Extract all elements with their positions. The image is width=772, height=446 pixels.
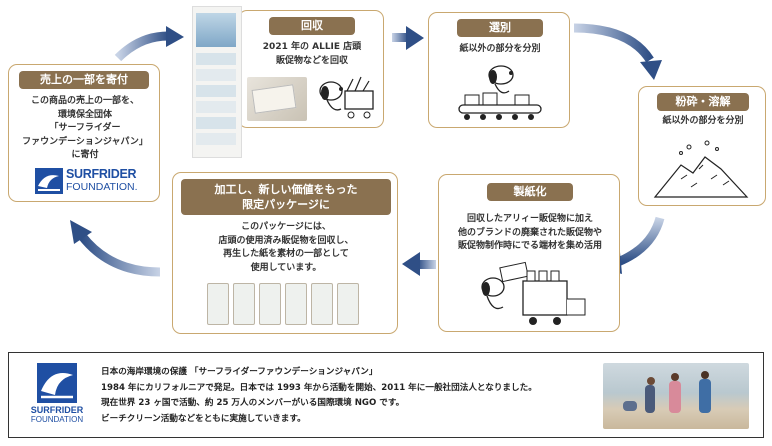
step-papermaking-line: 他のブランドの廃棄された販促物や xyxy=(457,227,602,238)
snoopy-conveyor-icon xyxy=(458,65,542,120)
arrow-papermaking-to-process xyxy=(402,252,436,276)
step-donate-line: 環境保全団体 xyxy=(57,109,112,120)
footer-info-box: SURFRIDER FOUNDATION 日本の海岸環境の保護 「サーフライダー… xyxy=(8,352,764,438)
surfrider-logo-line2: FOUNDATION. xyxy=(66,181,138,193)
step-crush-title: 粉砕・溶解 xyxy=(657,93,749,111)
arrow-collect-to-sort xyxy=(392,26,424,50)
step-sort-title: 選別 xyxy=(457,19,543,37)
step-collect-text: 2021 年の ALLIE 店頭 販促物などを回収 xyxy=(243,41,381,68)
step-papermaking-line: 販促物制作時にでる端材を集め活用 xyxy=(457,241,602,251)
step-donate-line: この商品の売上の一部を、 xyxy=(30,96,139,106)
step-collect-line: 2021 年の ALLIE 店頭 xyxy=(262,42,362,52)
package-image xyxy=(259,283,281,325)
footer-line: 現在世界 23 ヶ国で活動、約 25 万人のメンバーがいる国際環境 NGO です… xyxy=(101,398,405,408)
step-collect-title: 回収 xyxy=(269,17,355,35)
package-image xyxy=(311,283,333,325)
arrow-sort-to-crush xyxy=(573,23,662,80)
footer-text: 日本の海岸環境の保護 「サーフライダーファウンデーションジャパン」 1984 年… xyxy=(101,365,537,427)
step-process-line: このパッケージには、 xyxy=(241,222,331,232)
step-crush: 粉砕・溶解 紙以外の部分を分別 xyxy=(638,86,766,206)
store-display-image xyxy=(192,6,242,158)
package-image xyxy=(207,283,229,325)
step-collect: 回収 2021 年の ALLIE 店頭 販促物などを回収 xyxy=(238,10,384,128)
step-papermaking-title: 製紙化 xyxy=(487,183,573,201)
shredded-paper-pile-icon xyxy=(653,140,749,198)
step-donate-text: この商品の売上の一部を、 環境保全団体 「サーフライダー ファウンデーションジャ… xyxy=(13,95,157,163)
step-crush-text: 紙以外の部分を分別 xyxy=(662,116,744,126)
step-sort: 選別 紙以外の部分を分別 xyxy=(428,12,570,128)
step-sort-text: 紙以外の部分を分別 xyxy=(459,44,541,54)
package-image xyxy=(337,283,359,325)
step-donate: 売上の一部を寄付 この商品の売上の一部を、 環境保全団体 「サーフライダー ファ… xyxy=(8,64,160,202)
step-process-line: 店頭の使用済み販促物を回収し、 xyxy=(218,235,354,246)
footer-line: ビーチクリーン活動などをともに実施していきます。 xyxy=(101,413,306,424)
step-donate-title: 売上の一部を寄付 xyxy=(19,71,149,89)
footer-surfrider-logo: SURFRIDER FOUNDATION xyxy=(29,363,85,429)
snoopy-paper-machine-icon xyxy=(481,261,586,325)
step-papermaking-text: 回収したアリィー販促物に加え 他のブランドの廃棄された販促物や 販促物制作時にで… xyxy=(441,213,619,254)
step-process-title: 加工し、新しい価値をもった 限定パッケージに xyxy=(181,179,391,215)
step-donate-line: ファウンデーションジャパン」 xyxy=(22,136,148,147)
beach-cleanup-photo xyxy=(603,363,749,429)
step-papermaking: 製紙化 回収したアリィー販促物に加え 他のブランドの廃棄された販促物や 販促物制… xyxy=(438,174,620,332)
surfrider-logo-line1: SURFRIDER xyxy=(66,167,137,181)
step-process-line: 使用しています。 xyxy=(250,262,322,273)
surfrider-logo: SURFRIDER FOUNDATION. xyxy=(35,167,139,195)
step-donate-line: 「サーフライダー xyxy=(49,123,121,133)
step-donate-line: に寄付 xyxy=(71,150,99,160)
arrow-donate-to-collect xyxy=(114,26,184,62)
step-process-line: 再生した紙を素材の一部として xyxy=(223,249,349,259)
package-images xyxy=(207,283,367,325)
surfrider-logo-mark-icon xyxy=(35,168,63,194)
footer-logo-line1: SURFRIDER xyxy=(30,405,84,415)
package-image xyxy=(285,283,307,325)
step-process-title-line: 加工し、新しい価値をもった xyxy=(214,183,358,196)
step-collect-line: 販促物などを回収 xyxy=(275,55,348,66)
step-process-text: このパッケージには、 店頭の使用済み販促物を回収し、 再生した紙を素材の一部とし… xyxy=(177,221,395,275)
step-process-title-line: 限定パッケージに xyxy=(242,198,330,211)
collected-materials-photo xyxy=(247,77,307,121)
step-papermaking-line: 回収したアリィー販促物に加え xyxy=(466,214,593,224)
arrow-process-to-donate xyxy=(70,220,161,277)
snoopy-cart-icon xyxy=(319,76,374,119)
flow-arrows xyxy=(70,23,665,277)
footer-line: 1984 年にカリフォルニアで発足。日本では 1993 年から活動を開始、201… xyxy=(101,382,537,393)
footer-line: 日本の海岸環境の保護 「サーフライダーファウンデーションジャパン」 xyxy=(101,367,378,377)
step-process: 加工し、新しい価値をもった 限定パッケージに このパッケージには、 店頭の使用済… xyxy=(172,172,398,334)
footer-surfrider-mark-icon xyxy=(37,363,77,403)
footer-logo-line2: FOUNDATION xyxy=(30,415,84,424)
package-image xyxy=(233,283,255,325)
